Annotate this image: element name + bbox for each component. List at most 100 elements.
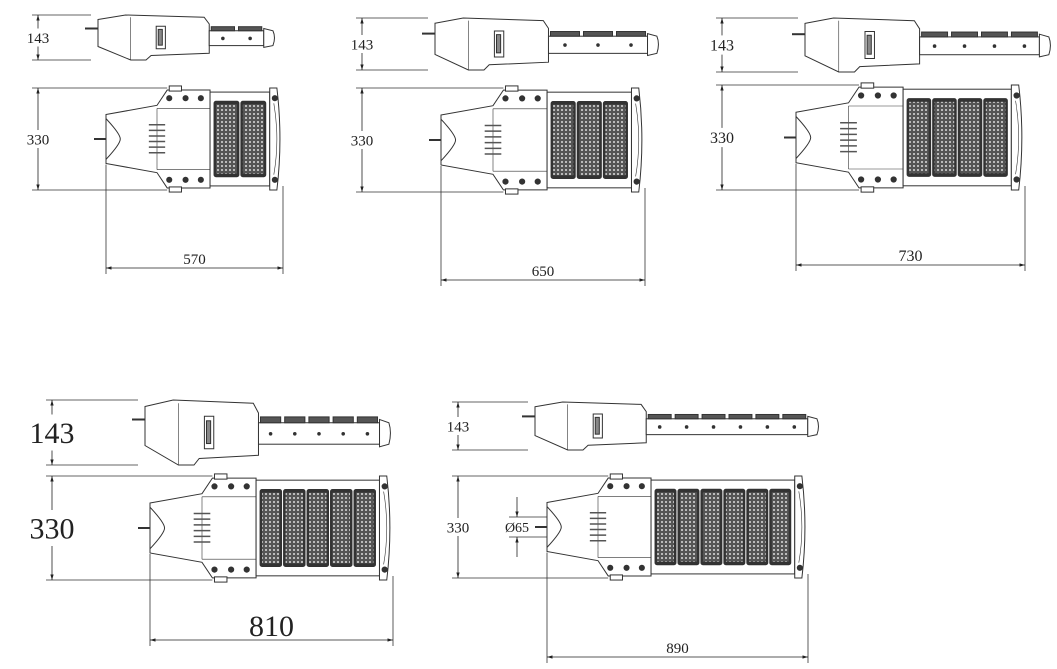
bolt-icon: [519, 178, 526, 185]
led-array: [216, 104, 237, 174]
end-cap: [269, 87, 281, 191]
dimension-label: 330: [351, 133, 374, 149]
side-housing: [534, 401, 647, 451]
heat-fin: [701, 413, 726, 420]
bolt-icon: [519, 95, 526, 102]
bolt-icon: [857, 176, 865, 183]
bolt-icon: [890, 176, 897, 183]
heat-fin: [259, 416, 282, 424]
led-array: [605, 104, 626, 176]
heat-fin: [308, 416, 330, 424]
dimension-label: 143: [30, 417, 75, 450]
side-housing: [97, 14, 210, 61]
side-end-cap: [647, 32, 659, 57]
end-cap-inner: [635, 103, 640, 177]
led-arm: [208, 30, 265, 47]
bolt-icon: [962, 44, 967, 48]
bolt-icon: [341, 432, 346, 436]
bolt-icon: [796, 483, 803, 490]
led-array: [309, 492, 327, 564]
heat-fin: [549, 31, 580, 37]
housing-inner-lines: [156, 108, 211, 170]
bolt-icon: [381, 483, 388, 490]
side-end-cap: [379, 418, 391, 448]
bolt-icon: [890, 92, 897, 99]
led-array: [909, 101, 929, 174]
bolt-icon: [243, 483, 250, 490]
bolt-icon: [1022, 44, 1027, 48]
label-background: [501, 519, 533, 535]
length-label: 570: [183, 252, 206, 268]
end-cap-inner: [798, 491, 803, 563]
led-array: [985, 101, 1006, 174]
dimension-label: 143: [27, 31, 50, 47]
bolt-icon: [243, 566, 250, 573]
bolt-icon: [197, 95, 204, 102]
bolt-icon: [638, 564, 645, 571]
led-array: [579, 104, 600, 176]
label-background: [24, 28, 52, 47]
led-array: [553, 104, 574, 176]
length-label: 810: [249, 610, 294, 643]
heat-fin: [674, 413, 699, 420]
latch-slot: [157, 28, 163, 46]
bolt-icon: [1013, 92, 1020, 99]
length-label: 890: [666, 641, 689, 657]
heat-fin: [951, 31, 978, 38]
dimension-label: 143: [447, 419, 470, 435]
latch-slot: [205, 420, 212, 445]
latch-slot: [866, 34, 872, 55]
label-background: [348, 35, 376, 53]
nose-notch: [440, 118, 457, 162]
bolt-icon: [657, 425, 662, 429]
lamp-variant-810: 143 330 810: [25, 399, 394, 646]
end-cap: [630, 87, 643, 193]
bolt-icon: [633, 178, 640, 185]
top-view: [784, 82, 1023, 193]
heat-fin: [647, 413, 672, 420]
top-view: [429, 85, 643, 195]
bolt-icon: [684, 425, 689, 429]
led-array: [702, 492, 720, 562]
led-array: [356, 492, 374, 564]
bolt-icon: [607, 483, 614, 490]
side-view: [792, 17, 1051, 73]
heat-fin: [210, 26, 236, 32]
dimension-label: 143: [710, 38, 734, 55]
mount-tab: [860, 186, 875, 193]
label-background: [25, 414, 79, 451]
heat-fin: [284, 416, 306, 424]
side-view: [422, 17, 659, 71]
label-background: [24, 130, 52, 148]
led-array: [657, 492, 674, 562]
label-background: [707, 35, 737, 55]
bolt-icon: [623, 483, 630, 490]
dimensions: 143 330 810: [25, 399, 394, 646]
heat-fin: [981, 31, 1008, 38]
mount-tab: [504, 188, 519, 195]
dimension-label: 330: [447, 520, 470, 536]
bolt-icon: [248, 36, 252, 41]
heat-fin: [921, 31, 949, 38]
led-array: [748, 492, 766, 562]
bolt-icon: [292, 432, 297, 436]
bolt-icon: [228, 566, 235, 573]
bolt-icon: [633, 95, 640, 102]
end-cap: [794, 475, 806, 579]
dimension-label: 330: [30, 513, 75, 546]
bolt-icon: [271, 176, 278, 183]
bolt-icon: [534, 178, 541, 185]
top-view: [138, 473, 391, 583]
heat-fin: [238, 26, 263, 32]
housing-inner-lines: [492, 108, 548, 172]
mount-tab: [609, 473, 623, 480]
bolt-icon: [166, 95, 173, 102]
bolt-icon: [796, 564, 803, 571]
bolt-icon: [381, 566, 388, 573]
bolt-icon: [596, 43, 600, 47]
bolt-icon: [268, 432, 273, 436]
bolt-icon: [992, 44, 997, 48]
length-label: 730: [899, 248, 923, 265]
